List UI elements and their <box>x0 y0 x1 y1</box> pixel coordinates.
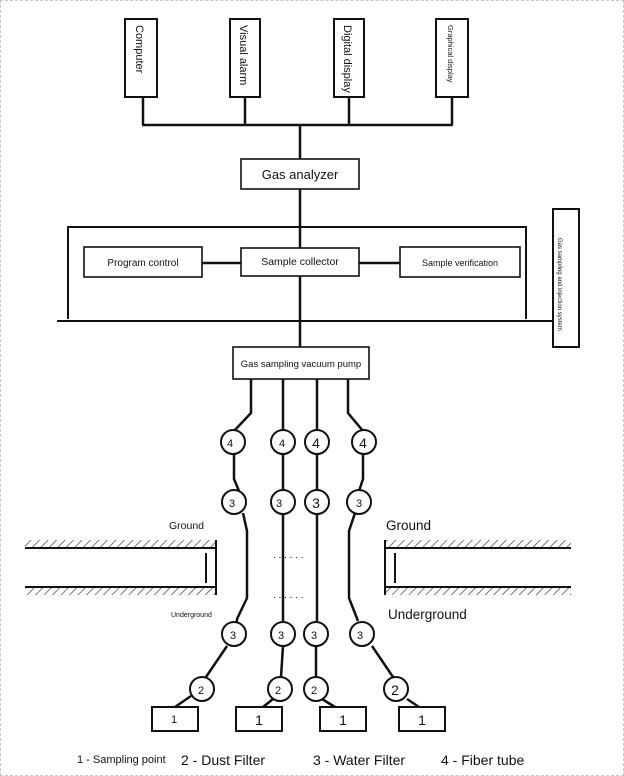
fiber-tube-node <box>220 429 246 455</box>
sampling-point-label: 1 <box>418 712 426 728</box>
dust-filter-node-label: 2 <box>311 685 317 697</box>
ground-right-label: Ground <box>386 518 431 533</box>
dust-filter-node <box>267 676 293 702</box>
graphical-display-label: Graphical display <box>446 25 455 83</box>
fiber-tube-node <box>304 429 330 455</box>
fiber-tube-node-label: 4 <box>312 435 320 451</box>
water-filter-node <box>221 489 247 515</box>
system-label: Gas sampling and injection system <box>556 238 562 331</box>
ground-left <box>25 540 217 595</box>
legend: 1 - Sampling point 2 - Dust Filter 3 - W… <box>77 752 524 768</box>
system-enclosure <box>67 226 527 319</box>
sample-collector-box <box>240 247 360 277</box>
output-devices: Computer Visual alarm Digital display Gr… <box>124 18 469 98</box>
water-filter-node <box>349 621 375 647</box>
water-filter-node <box>221 621 247 647</box>
water-filter-node-label: 3 <box>229 498 235 510</box>
device-connectors <box>141 97 454 249</box>
fiber-tube-node <box>351 429 377 455</box>
legend-water-filter: 3 - Water Filter <box>313 752 405 768</box>
water-filter-node-label: 3 <box>356 498 362 510</box>
program-control-label: Program control <box>107 258 178 269</box>
water-filter-node <box>270 489 296 515</box>
sampling-point-label: 1 <box>171 714 177 726</box>
water-filter-node-label: 3 <box>230 630 236 642</box>
legend-dust-filter: 2 - Dust Filter <box>181 752 265 768</box>
sampling-point-box <box>398 706 446 732</box>
sampling-point-label: 1 <box>339 712 347 728</box>
legend-sampling-point: 1 - Sampling point <box>77 754 166 766</box>
dust-filter-node-label: 2 <box>198 685 204 697</box>
digital-display-label: Digital display <box>341 25 353 93</box>
sampling-point-label: 1 <box>255 712 263 728</box>
program-control-box <box>83 246 203 278</box>
dust-filter-node-label: 2 <box>391 682 399 698</box>
sample-verification-label: Sample verification <box>422 258 498 268</box>
water-filter-node-label: 3 <box>357 630 363 642</box>
water-filter-node-label: 3 <box>278 630 284 642</box>
dust-filter-node-label: 2 <box>275 685 281 697</box>
fiber-tube-nodes: 4 4 4 4 <box>220 429 377 455</box>
computer-label: Computer <box>133 25 145 74</box>
graphical-display-box <box>435 18 469 98</box>
dust-filter-node <box>383 676 409 702</box>
water-filter-node <box>304 489 330 515</box>
visual-alarm-label: Visual alarm <box>237 25 249 85</box>
point-connectors <box>174 694 420 709</box>
vacuum-pump-box <box>232 346 370 380</box>
ground-left-label: Ground <box>169 520 204 532</box>
dots-upper: . . . . . . <box>273 550 304 561</box>
fiber-tube-node-label: 4 <box>359 435 367 451</box>
water-filter-node-label: 3 <box>311 630 317 642</box>
fiber-tube-node <box>270 429 296 455</box>
underground-right-label: Underground <box>388 607 467 622</box>
system-label-box <box>552 208 580 348</box>
water-filter-node <box>303 621 329 647</box>
dust-filter-node <box>303 676 329 702</box>
fiber-tube-node-label: 4 <box>279 438 285 450</box>
dust-filter-node <box>189 676 215 702</box>
gas-analyzer-box <box>240 158 360 190</box>
sample-collector-label: Sample collector <box>261 256 339 268</box>
gas-analyzer-label: Gas analyzer <box>262 167 339 182</box>
water-filter-node <box>346 489 372 515</box>
water-filter-node-label: 3 <box>276 498 282 510</box>
sampling-point-box <box>319 706 367 732</box>
water-filter-nodes-lower: 3 3 3 3 <box>221 621 375 647</box>
dust-filter-nodes: 2 2 2 2 <box>189 676 409 702</box>
water-filter-node-label: 3 <box>312 495 320 511</box>
fiber-tube-node-label: 4 <box>227 438 233 450</box>
ground-right <box>384 540 571 595</box>
sample-verification-box <box>399 246 521 278</box>
computer-box <box>124 18 158 98</box>
sampling-point-box <box>151 706 199 732</box>
collector-connectors <box>202 261 400 347</box>
water-filter-nodes-upper: 3 3 3 3 <box>221 489 372 515</box>
water-filter-node <box>270 621 296 647</box>
sampling-point-box <box>235 706 283 732</box>
dots-lower: . . . . . . <box>273 590 304 601</box>
underground-left-label: Underground <box>171 612 212 619</box>
sampling-points: 1 1 1 1 <box>151 706 446 732</box>
vacuum-pump-label: Gas sampling vacuum pump <box>241 359 361 370</box>
legend-fiber-tube: 4 - Fiber tube <box>441 752 524 768</box>
